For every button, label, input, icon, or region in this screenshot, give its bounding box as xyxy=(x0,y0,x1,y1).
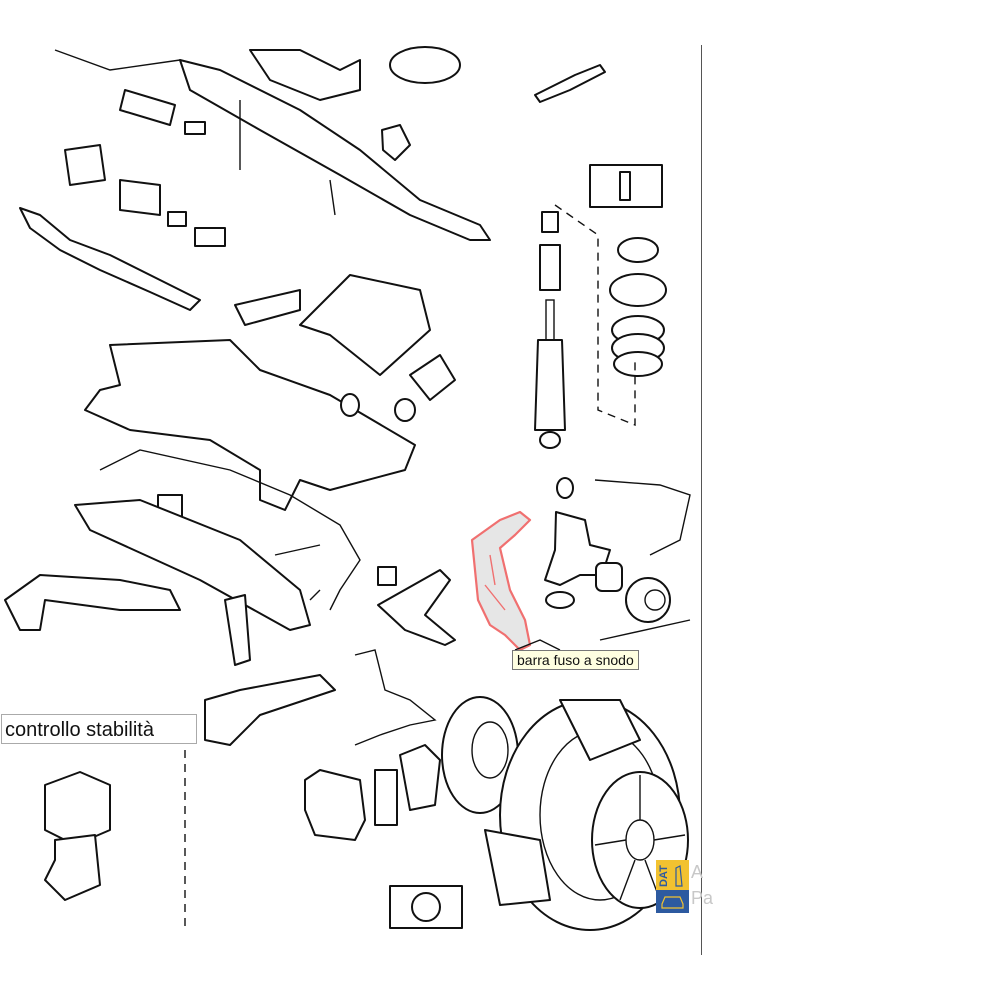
group-label-stability-control[interactable]: controllo stabilità xyxy=(1,714,197,744)
panel-divider xyxy=(701,45,702,955)
svg-text:DAT: DAT xyxy=(658,865,670,887)
part-bearing-box[interactable] xyxy=(389,885,463,929)
part-spring-assembly[interactable] xyxy=(554,164,667,427)
part-subframe[interactable] xyxy=(84,339,416,511)
part-abs-module[interactable] xyxy=(44,750,186,930)
part-steering-rack[interactable] xyxy=(54,49,491,241)
part-bellows[interactable] xyxy=(119,89,206,135)
part-tooltip: barra fuso a snodo xyxy=(512,650,639,670)
part-brake-caliper[interactable] xyxy=(304,744,441,841)
part-steering-knuckle[interactable] xyxy=(544,477,691,623)
partial-text-pa: Pa xyxy=(691,888,714,908)
part-abs-sensor[interactable] xyxy=(354,649,437,746)
part-drive-shaft[interactable] xyxy=(19,207,201,311)
part-shock-absorber[interactable] xyxy=(534,211,566,449)
part-wheel-tire[interactable] xyxy=(484,699,681,931)
part-steering-knuckle-arm-highlighted[interactable] xyxy=(470,510,532,652)
part-crossmember[interactable] xyxy=(4,499,336,746)
part-strut-mount[interactable] xyxy=(389,46,606,103)
part-bracket[interactable] xyxy=(234,124,456,401)
part-boots[interactable] xyxy=(64,144,226,247)
dat-logo: DAT xyxy=(656,860,689,913)
part-control-arm[interactable] xyxy=(377,566,456,646)
partial-text-a: A xyxy=(691,862,704,882)
